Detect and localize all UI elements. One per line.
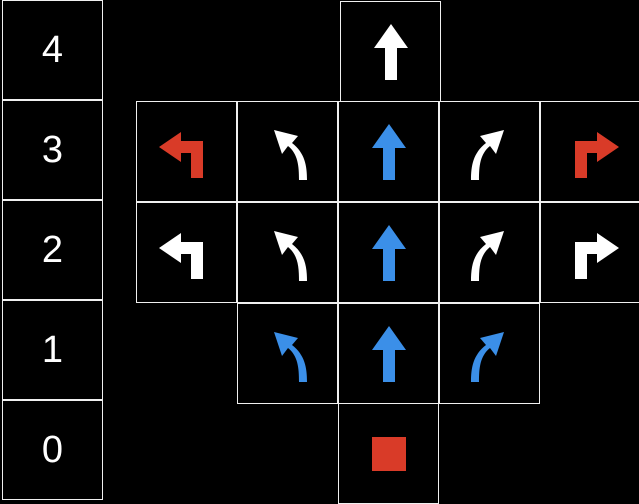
arrow-sharp-left-icon	[158, 232, 203, 279]
arrow-curve-left-icon	[273, 129, 307, 180]
arrow-straight-icon	[371, 325, 406, 382]
row-label-3: 3	[2, 100, 103, 200]
arrow-curve-right-icon	[470, 331, 504, 382]
arrow-sharp-left-icon	[158, 131, 203, 178]
row-label-text: 1	[41, 329, 64, 371]
cell-c4-r2[interactable]	[540, 202, 639, 303]
arrow-straight-icon	[371, 123, 406, 180]
arrow-sharp-right-icon	[574, 232, 619, 279]
cell-c4-r3[interactable]	[540, 101, 639, 202]
arrow-curve-right-icon	[470, 230, 504, 281]
y-axis-row-labels: 4 3 2 1 0	[2, 0, 103, 503]
cell-c3-r3[interactable]	[439, 101, 540, 202]
cell-c1-r2[interactable]	[237, 202, 338, 303]
row-label-text: 0	[41, 429, 64, 471]
arrow-curve-right-icon	[470, 129, 504, 180]
cell-c3-r2[interactable]	[439, 202, 540, 303]
row-label-text: 2	[41, 229, 64, 271]
goal-square-icon	[371, 436, 406, 471]
cell-c2-r2[interactable]	[338, 202, 439, 303]
cell-c1-r1[interactable]	[237, 303, 338, 404]
cell-c2-r0[interactable]	[338, 403, 439, 504]
cell-c0-r2[interactable]	[136, 202, 237, 303]
row-label-text: 3	[41, 129, 64, 171]
row-label-4: 4	[2, 0, 103, 100]
cell-c0-r3[interactable]	[136, 101, 237, 202]
row-label-1: 1	[2, 300, 103, 400]
arrow-curve-left-icon	[273, 230, 307, 281]
cell-c2-r4[interactable]	[340, 1, 441, 102]
row-label-text: 4	[41, 29, 64, 71]
cell-c2-r1[interactable]	[338, 303, 439, 404]
arrow-curve-left-icon	[273, 331, 307, 382]
arrow-straight-icon	[373, 23, 408, 80]
row-label-2: 2	[2, 200, 103, 300]
cell-c2-r3[interactable]	[338, 101, 439, 202]
row-label-0: 0	[2, 400, 103, 500]
cell-c3-r1[interactable]	[439, 303, 540, 404]
arrow-straight-icon	[371, 224, 406, 281]
cell-c1-r3[interactable]	[237, 101, 338, 202]
arrow-sharp-right-icon	[574, 131, 619, 178]
